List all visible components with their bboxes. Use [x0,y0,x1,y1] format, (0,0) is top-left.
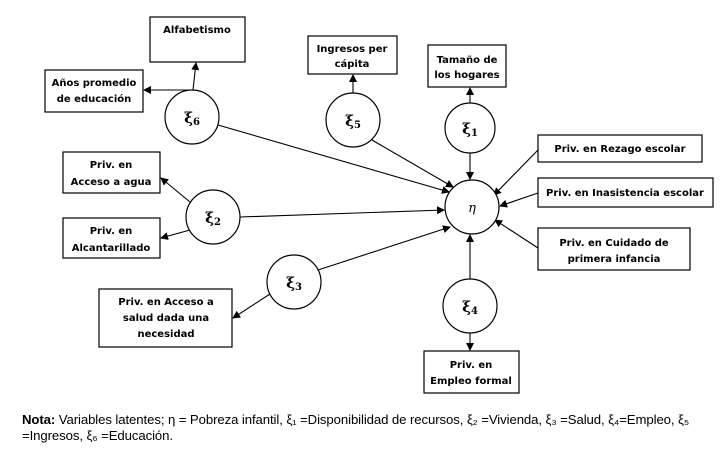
edge-xi5-eta [371,139,454,188]
svg-text:salud dada una: salud dada una [123,313,209,324]
svg-text:η: η [468,201,476,216]
node-xi1: ξ1 [444,102,496,154]
svg-text:Priv. en Rezago escolar: Priv. en Rezago escolar [554,144,685,155]
edges [143,62,539,351]
svg-text:Priv. en Acceso a: Priv. en Acceso a [118,297,213,308]
svg-text:primera infancia: primera infancia [568,254,661,265]
box-salud: Priv. en Acceso a salud dada una necesid… [98,288,233,348]
note-label: Nota: [22,412,56,427]
svg-text:Priv. en Cuidado de: Priv. en Cuidado de [559,238,669,249]
svg-text:ξ5: ξ5 [345,112,361,131]
svg-text:ξ2: ξ2 [205,209,221,228]
box-ingresos: Ingresos per cápita [307,35,398,75]
box-alcantarillado: Priv. en Alcantarillado [62,217,161,259]
node-xi4: ξ4 [442,278,498,334]
svg-text:Acceso a agua: Acceso a agua [71,177,152,188]
box-anos-educacion: Años promedio de educación [44,69,144,113]
edge-xi3-eta [317,225,451,271]
edge-xi6-alfabetismo [191,62,200,91]
edge-xi6-eta [217,124,450,194]
svg-text:Tamaño de: Tamaño de [437,55,498,66]
box-rezago: Priv. en Rezago escolar [537,134,703,163]
svg-text:ξ4: ξ4 [462,298,478,317]
svg-text:Alcantarillado: Alcantarillado [72,243,151,254]
svg-text:cápita: cápita [335,58,370,70]
edge-cuidado-eta [494,219,539,249]
edge-inasistencia-eta [499,192,539,208]
svg-text:Priv. en: Priv. en [90,226,133,237]
svg-text:ξ1: ξ1 [462,120,478,139]
box-inasistencia: Priv. en Inasistencia escolar [537,177,714,208]
svg-text:Alfabetismo: Alfabetismo [163,25,231,36]
box-cuidado: Priv. en Cuidado de primera infancia [537,227,691,271]
edge-rezago-eta [493,149,539,196]
svg-text:Priv. en Inasistencia escolar: Priv. en Inasistencia escolar [546,188,704,199]
svg-text:Priv. en: Priv. en [450,360,493,371]
svg-text:Priv. en: Priv. en [90,160,133,171]
node-eta: η [444,179,500,235]
node-xi2: ξ2 [185,189,241,245]
node-xi3: ξ3 [266,254,322,310]
svg-text:los hogares: los hogares [434,70,499,81]
box-alfabetismo: Alfabetismo [149,16,246,63]
svg-text:ξ6: ξ6 [184,109,200,128]
svg-text:Años promedio: Años promedio [52,78,137,89]
diagram-note: Nota: Variables latentes; η = Pobreza in… [22,412,722,444]
box-agua: Priv. en Acceso a agua [62,151,161,194]
svg-text:Ingresos per: Ingresos per [317,44,388,55]
box-empleo: Priv. en Empleo formal [423,350,520,394]
node-xi6: ξ6 [164,89,220,145]
edge-xi2-eta [239,206,445,218]
edge-xi2-alcantarillado [160,229,191,240]
edge-xi3-salud [232,293,271,319]
edge-xi2-agua [160,177,191,203]
box-tamano-hogares: Tamaño de los hogares [427,44,507,88]
svg-text:necesidad: necesidad [137,329,194,340]
svg-text:ξ3: ξ3 [286,274,302,293]
svg-text:Empleo formal: Empleo formal [430,376,512,387]
note-text: Variables latentes; η = Pobreza infantil… [22,412,690,443]
sem-diagram: Alfabetismo Años promedio de educación I… [44,16,714,394]
svg-text:de educación: de educación [57,93,132,105]
node-xi5: ξ5 [325,92,381,148]
